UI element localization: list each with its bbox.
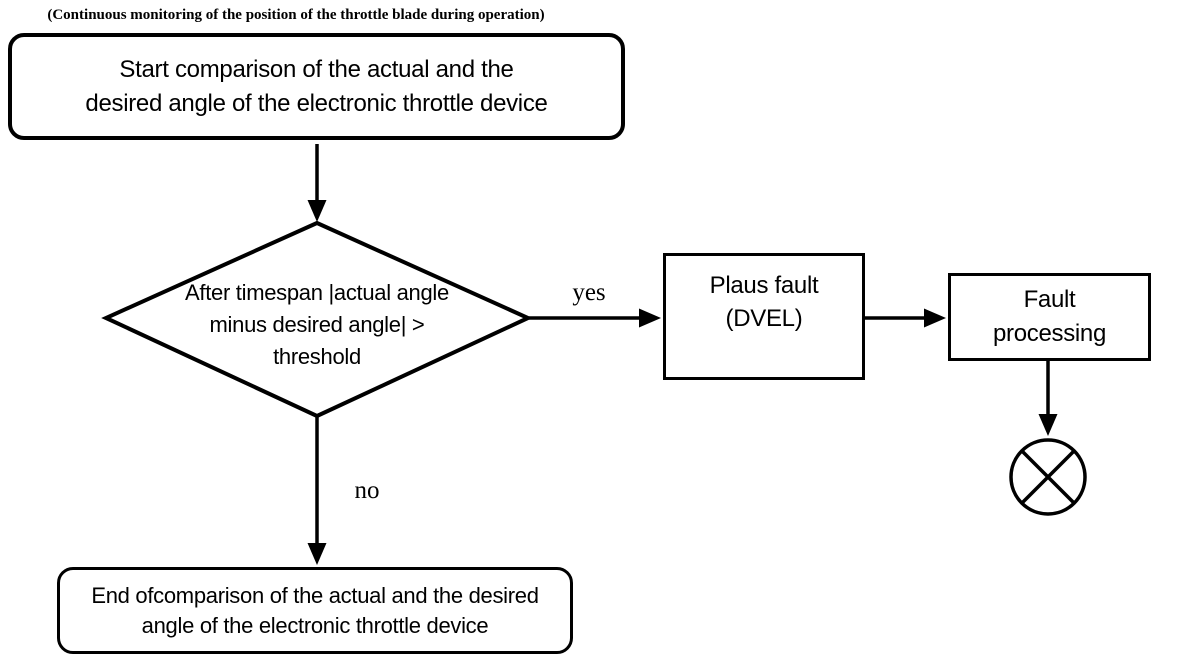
fault-processing-node: Fault processing xyxy=(948,273,1151,361)
plaus-fault-node: Plaus fault (DVEL) xyxy=(663,253,865,380)
decision-node-label: After timespan |actual angle minus desir… xyxy=(185,280,449,369)
start-node: Start comparison of the actual and the d… xyxy=(8,33,625,140)
diagram-caption: (Continuous monitoring of the position o… xyxy=(47,7,545,23)
arrowhead-start-to-decision xyxy=(307,200,327,222)
arrowhead-decision-to-end xyxy=(307,543,327,565)
arrowhead-plaus-fault-to-fault-processing xyxy=(924,308,946,328)
arrowhead-decision-to-plaus-fault xyxy=(639,308,661,328)
fault-processing-node-label: Fault processing xyxy=(992,286,1107,347)
edge-label-yes: yes xyxy=(572,279,606,306)
edge-label-no: no xyxy=(354,477,380,504)
terminator-x-stroke-2 xyxy=(1020,449,1076,505)
terminator-circle-x-icon xyxy=(1009,438,1087,516)
start-node-label: Start comparison of the actual and the d… xyxy=(85,55,548,117)
end-node-label: End ofcomparison of the actual and the d… xyxy=(91,582,539,638)
arrowhead-fault-processing-to-terminator xyxy=(1038,414,1058,436)
plaus-fault-node-label: Plaus fault (DVEL) xyxy=(709,272,819,332)
end-node: End ofcomparison of the actual and the d… xyxy=(57,567,573,654)
